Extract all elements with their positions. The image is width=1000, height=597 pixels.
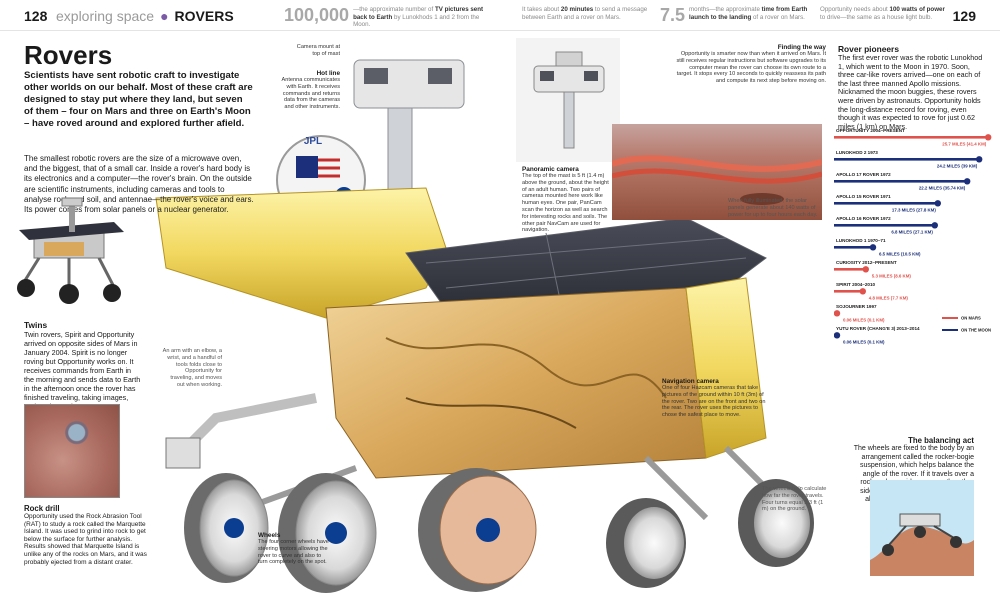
chart-rover-marker — [834, 332, 841, 339]
panoramic-heading: Panoramic camera — [522, 166, 579, 173]
stat-message-time: It takes about 20 minutes to send a mess… — [522, 6, 650, 21]
body-paragraph: The smallest robotic rovers are the size… — [24, 154, 254, 215]
chart-rover-marker — [869, 244, 877, 251]
twins-section: Twins Twin rovers, Spirit and Opportunit… — [24, 320, 142, 411]
header-divider — [0, 30, 1000, 31]
rover-distance-chart: OPPORTUNITY 2004–PRESENT 25.7 MILES (41.4… — [834, 128, 992, 345]
chart-rover-marker — [985, 134, 992, 141]
arm-caption: An arm with an elbow, a wrist, and a han… — [162, 348, 222, 388]
legend-label: ON THE MOON — [961, 328, 991, 333]
section-name: exploring space — [56, 8, 155, 24]
wheels-heading: Wheels — [258, 532, 281, 539]
mast-photo — [516, 38, 620, 162]
panoramic-text: The top of the mast is 5 ft (1.4 m) abov… — [522, 173, 609, 234]
page-number-right: 129 — [952, 8, 976, 24]
stat-text: Opportunity needs about 100 watts of pow… — [820, 6, 945, 21]
bullet-icon: ● — [160, 8, 169, 24]
chart-value-label: 5.3 MILES (8.6 KM) — [872, 274, 912, 279]
chart-category-label: APOLLO 16 ROVER 1972 — [836, 216, 891, 221]
rover-illustration: JPL — [155, 59, 814, 593]
chart-value-label: 25.7 MILES (41.4 KM) — [942, 142, 986, 147]
chart-bar — [834, 268, 866, 271]
navigation-camera-caption: Navigation camera One of four Hazcam cam… — [662, 378, 768, 419]
topic-name: ROVERS — [174, 8, 234, 24]
hot-line-caption: Hot line Antenna communicates with Earth… — [280, 70, 340, 111]
chart-category-label: LUNOKHOD 1 1970–71 — [836, 238, 886, 243]
rover-pioneers-section: Rover pioneers The first ever rover was … — [838, 44, 988, 131]
chart-bar — [834, 180, 968, 183]
finding-the-way-caption: Finding the way Opportunity is smarter n… — [676, 44, 826, 85]
wheels-caption: Wheels The four corner wheels have steer… — [258, 532, 332, 566]
chart-value-label: 24.2 MILES (39 KM) — [937, 164, 978, 169]
hot-line-text: Antenna communicates with Earth. It rece… — [281, 77, 340, 111]
pioneers-heading: Rover pioneers — [838, 44, 899, 54]
chart-category-label: SOJOURNER 1997 — [836, 304, 877, 309]
chart-bar — [834, 136, 989, 139]
page-title: Rovers — [24, 40, 113, 70]
chart-bar — [834, 158, 980, 161]
chart-value-label: 22.2 MILES (35.74 KM) — [919, 186, 966, 191]
chart-value-label: 6.5 MILES (10.5 KM) — [879, 252, 921, 257]
chart-category-label: YUTU ROVER (CHANG'E 3) 2013–2014 — [836, 326, 920, 331]
twins-text: Twin rovers, Spirit and Opportunity arri… — [24, 330, 141, 411]
stat-text: —the approximate number of TV pictures s… — [353, 6, 484, 28]
chart-rover-marker — [862, 266, 869, 273]
finding-text: Opportunity is smarter now than when it … — [676, 51, 826, 85]
rocker-bogie-diagram — [870, 480, 974, 576]
balancing-heading: The balancing act — [908, 436, 974, 445]
twin-rover-image — [17, 197, 124, 304]
finding-heading: Finding the way — [777, 44, 826, 51]
chart-category-label: CURIOSITY 2012–PRESENT — [836, 260, 897, 265]
chart-value-label: 6.8 MILES (27.1 KM) — [891, 230, 933, 235]
navigation-heading: Navigation camera — [662, 378, 719, 385]
chart-value-label: 4.8 MILES (7.7 KM) — [869, 296, 909, 301]
stat-tv-pictures: 100,000 —the approximate number of TV pi… — [284, 6, 484, 29]
chart-category-label: OPPORTUNITY 2004–PRESENT — [836, 128, 905, 133]
intro-paragraph: Scientists have sent robotic craft to in… — [24, 70, 253, 129]
page-header: 128 exploring space ● ROVERS 100,000 —the … — [0, 0, 1000, 30]
stat-big: 7.5 — [660, 5, 686, 25]
chart-rover-marker — [834, 310, 841, 317]
twins-heading: Twins — [24, 320, 48, 330]
rock-drill-section: Rock drill Opportunity used the Rock Abr… — [24, 504, 148, 566]
chart-category-label: APOLLO 17 ROVER 1972 — [836, 172, 891, 177]
hot-line-heading: Hot line — [316, 70, 340, 77]
chart-category-label: APOLLO 15 ROVER 1971 — [836, 194, 891, 199]
stat-launch-time: 7.5 months—the approximate time from Ear… — [660, 6, 810, 24]
page-number-left: 128 — [24, 8, 48, 24]
chart-value-label: 0.06 MILES (0.1 KM) — [843, 340, 885, 345]
panoramic-camera-caption: Panoramic camera The top of the mast is … — [522, 166, 612, 234]
wheel-distance-caption: The wheels help calculate how far the ro… — [762, 486, 827, 513]
stat-big: 100,000 — [284, 5, 350, 25]
rock-drill-photo — [24, 404, 120, 498]
mars-tracks-photo — [612, 124, 822, 220]
chart-bar — [834, 202, 938, 205]
chart-value-label: 17.3 MILES (27.8 KM) — [892, 208, 936, 213]
chart-bar — [834, 290, 863, 293]
rock-drill-text: Opportunity used the Rock Abrasion Tool … — [24, 513, 147, 566]
camera-mount-caption: Camera mount at top of mast — [296, 44, 340, 57]
chart-category-label: SPIRIT 2004–2010 — [836, 282, 876, 287]
chart-value-label: 0.06 MILES (0.1 KM) — [843, 318, 885, 323]
chart-rover-marker — [859, 288, 866, 295]
wheels-text: The four corner wheels have steering mot… — [258, 539, 329, 566]
chart-category-label: LUNOKHOD 2 1973 — [836, 150, 878, 155]
stat-power: Opportunity needs about 100 watts of pow… — [820, 6, 950, 21]
chart-rover-marker — [931, 222, 938, 229]
stat-text: It takes about 20 minutes to send a mess… — [522, 6, 648, 21]
rock-drill-heading: Rock drill — [24, 504, 60, 513]
running-head: exploring space ● ROVERS — [56, 8, 234, 24]
pioneers-text: The first ever rover was the robotic Lun… — [838, 53, 983, 131]
legend-label: ON MARS — [961, 316, 981, 321]
chart-rover-marker — [976, 156, 983, 163]
chart-bar — [834, 224, 935, 227]
chart-rover-marker — [964, 178, 971, 185]
navigation-text: One of four Hazcam cameras that take pic… — [662, 385, 766, 419]
solar-panel-caption: When fully illuminated, the solar panels… — [728, 198, 818, 218]
chart-bar — [834, 246, 873, 249]
jpl-logo: JPL — [304, 136, 322, 147]
chart-rover-marker — [934, 200, 941, 207]
stat-text: months—the approximate time from Earth l… — [689, 6, 808, 21]
